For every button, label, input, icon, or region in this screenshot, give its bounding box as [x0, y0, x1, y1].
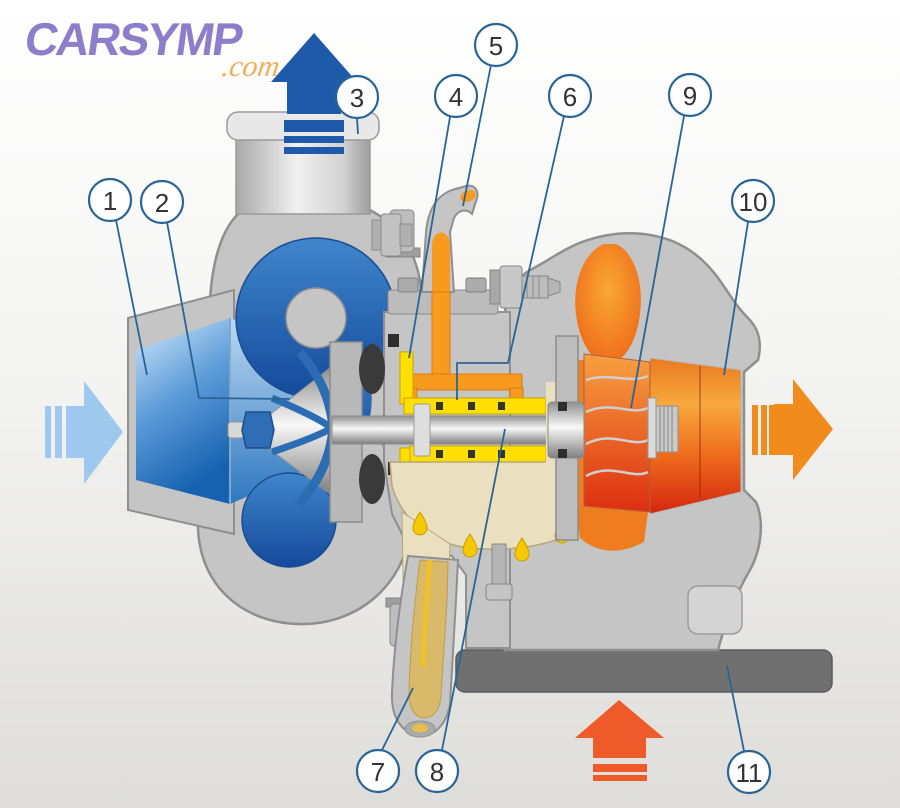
turbine-wheel-blades — [585, 374, 649, 478]
mounting-flange — [455, 649, 833, 693]
callout-4: 4 — [408, 73, 479, 359]
oil-drop — [412, 723, 428, 733]
piston-ring-bottom — [558, 449, 567, 458]
callout-3: 3 — [334, 74, 380, 135]
exhaust-gas-in-arrow — [575, 700, 664, 781]
callout-8: 8 — [414, 428, 506, 794]
callout-6: 6 — [456, 73, 593, 400]
flange-bolt-right — [465, 277, 487, 293]
callout-9: 9 — [630, 72, 713, 409]
bearing-housing — [331, 184, 570, 738]
turbine-nut — [655, 405, 679, 453]
turbine-gas-wrap — [574, 498, 650, 551]
inlet-duct-air — [136, 318, 230, 504]
svg-text:7: 7 — [371, 757, 385, 787]
flange-bolt-left — [397, 277, 419, 293]
svg-text:5: 5 — [489, 31, 503, 61]
vband-clamp-bolt — [489, 265, 561, 309]
svg-text:2: 2 — [155, 188, 169, 218]
site-logo: CARSYMP .com — [19, 13, 290, 83]
callout-5: 5 — [462, 22, 519, 207]
svg-text:8: 8 — [430, 757, 444, 787]
turbine-volute-gas — [575, 244, 641, 366]
housing-bottom-bolt — [485, 543, 513, 601]
svg-text:10: 10 — [739, 187, 768, 217]
callout-11: 11 — [726, 665, 772, 795]
svg-text:6: 6 — [563, 82, 577, 112]
intake-air-in-arrow — [45, 381, 123, 484]
seal-block-top — [388, 334, 399, 347]
exhaust-gas-out-arrow — [752, 379, 833, 480]
compressor-nut — [241, 411, 275, 449]
svg-text:4: 4 — [449, 82, 463, 112]
svg-text:1: 1 — [103, 186, 117, 216]
thrust-collar — [413, 403, 431, 457]
callouts: 1 2 3 45 6 7 8 9 10 11 — [87, 22, 776, 795]
turbine-washer — [647, 397, 657, 459]
o-ring-seal-top — [359, 344, 385, 394]
callout-10: 10 — [723, 178, 776, 376]
svg-text:9: 9 — [683, 81, 697, 111]
callout-2: 2 — [139, 179, 291, 400]
svg-text:11: 11 — [736, 758, 763, 788]
callout-1: 1 — [87, 177, 148, 376]
svg-text:3: 3 — [350, 83, 364, 113]
oil-inlet-pipe — [420, 184, 479, 293]
oil-drain-pipe — [390, 554, 460, 738]
callout-7: 7 — [355, 687, 414, 794]
piston-ring-top — [558, 402, 567, 411]
turbine-shaft — [331, 415, 559, 445]
o-ring-seal-bottom — [359, 454, 385, 504]
journal-bearings — [399, 351, 547, 501]
housing-boss — [687, 585, 743, 635]
volute-clamp-bolt — [371, 213, 413, 257]
